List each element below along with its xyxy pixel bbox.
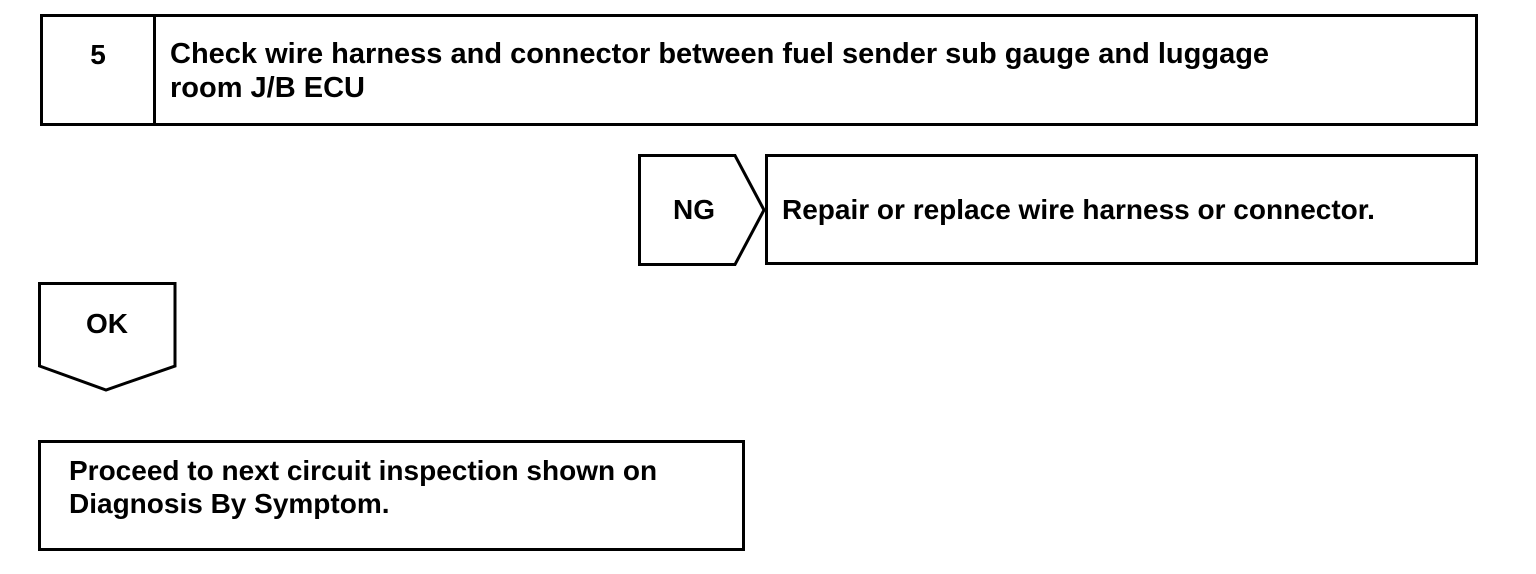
next-step-line-1: Proceed to next circuit inspection shown… bbox=[69, 455, 658, 486]
step-title: Check wire harness and connector between… bbox=[156, 17, 1475, 123]
step-number: 5 bbox=[43, 17, 156, 123]
next-step-line-2: Diagnosis By Symptom. bbox=[69, 488, 390, 519]
ng-label: NG bbox=[673, 193, 715, 225]
ng-arrow-shape bbox=[638, 154, 766, 266]
ok-arrow-shape bbox=[38, 282, 177, 392]
next-step-box: Proceed to next circuit inspection shown… bbox=[38, 440, 745, 551]
ok-label: OK bbox=[86, 308, 128, 339]
step-box: 5 Check wire harness and connector betwe… bbox=[40, 14, 1478, 126]
step-title-line-1: Check wire harness and connector between… bbox=[170, 38, 1270, 70]
step-title-line-2: room J/B ECU bbox=[170, 72, 365, 104]
ng-action-box: Repair or replace wire harness or connec… bbox=[765, 154, 1478, 265]
ng-action-text: Repair or replace wire harness or connec… bbox=[782, 193, 1375, 225]
